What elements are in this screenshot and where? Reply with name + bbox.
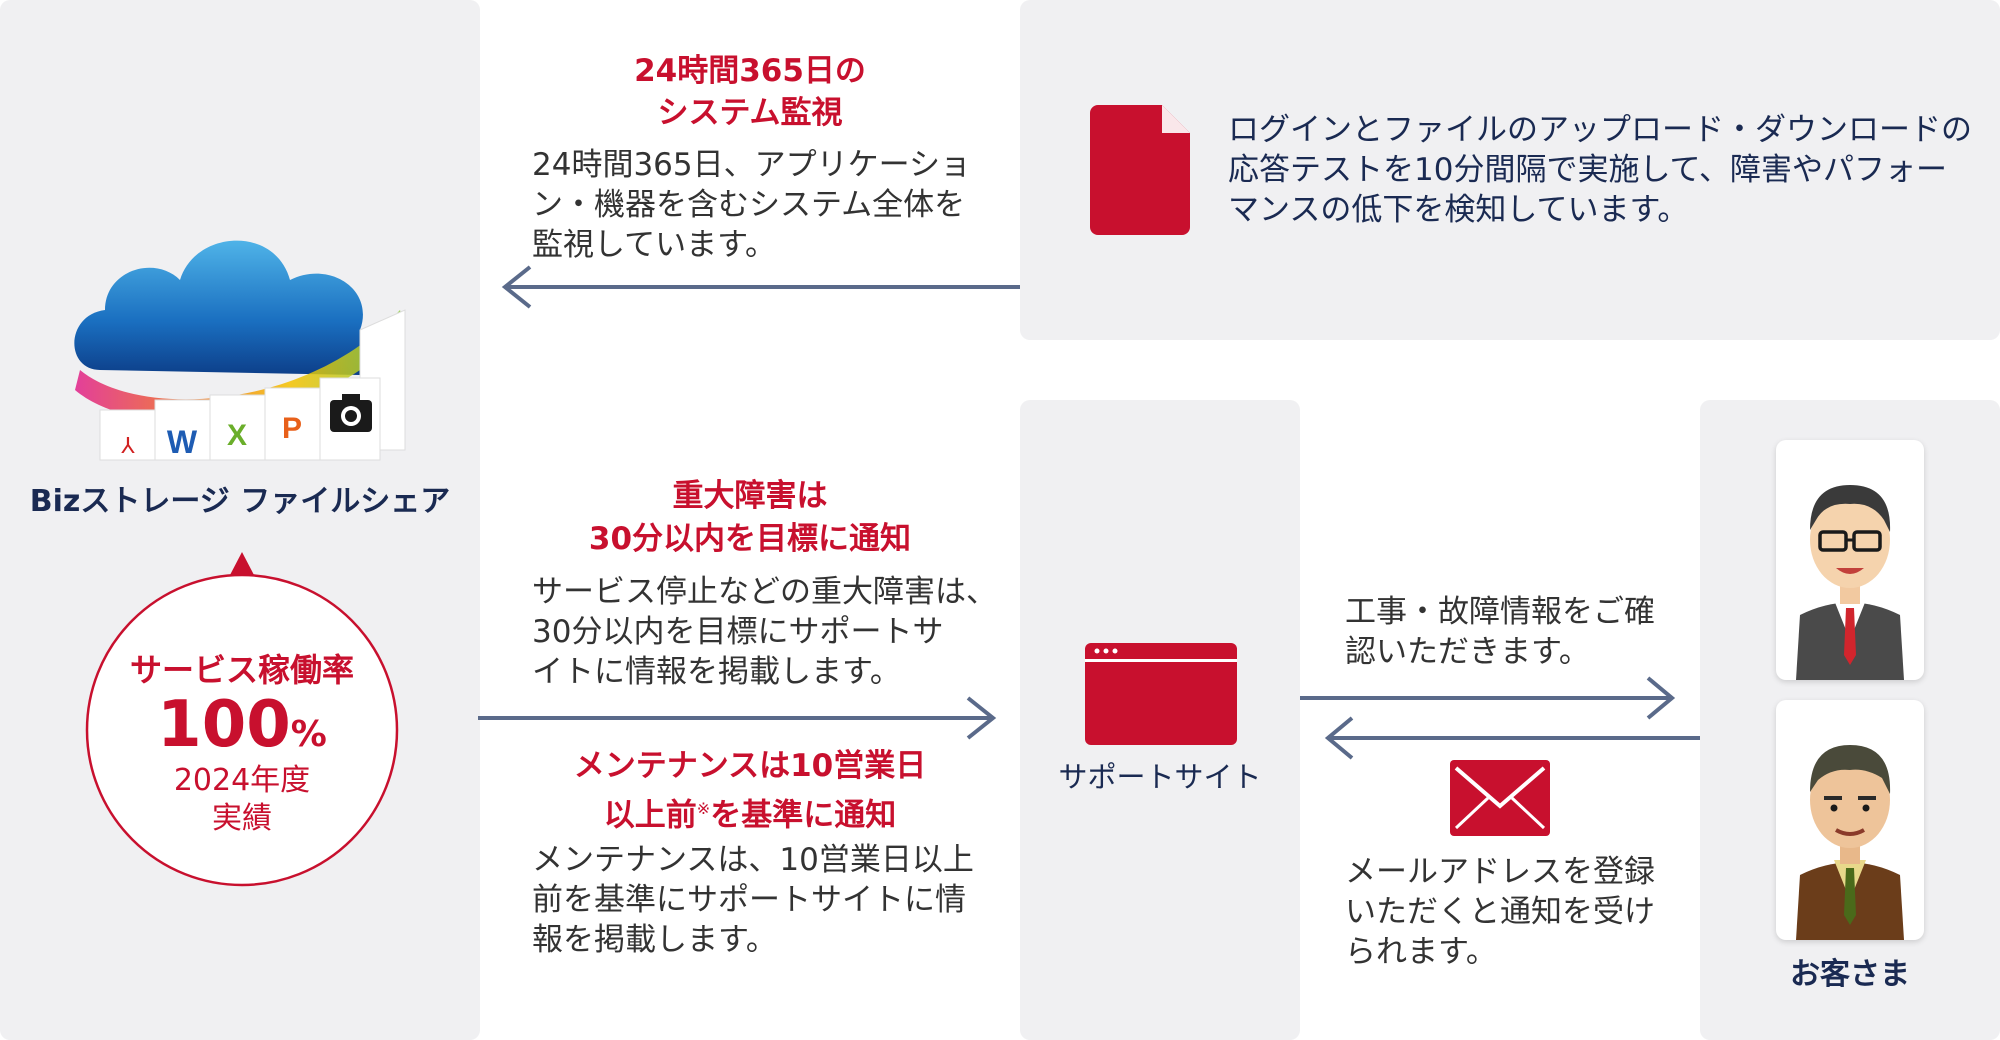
cloud-shape: [74, 240, 387, 375]
confirm-desc-line2: 認いただきます。: [1345, 634, 1590, 670]
arrow-monitor-to-left: [501, 265, 1020, 309]
document-icon: [1090, 105, 1190, 235]
businessman-glasses-icon: [1796, 485, 1904, 680]
support-site-label: サポートサイト: [1058, 760, 1262, 794]
customer-card-1: [1776, 440, 1924, 680]
monitor-title-line2: システム監視: [657, 95, 843, 131]
businessman-brown-suit-icon: [1796, 745, 1904, 940]
excel-icon: X: [227, 419, 247, 452]
test-desc-line2: 応答テストを10分間隔で実施して、障害やパフォー: [1228, 152, 1947, 188]
failure-title-line2: 30分以内を目標に通知: [588, 521, 912, 557]
failure-title-line1: 重大障害は: [672, 478, 828, 514]
arrow-left-to-support: [478, 696, 997, 740]
availability-circle: [82, 550, 402, 890]
customer-label: お客さま: [1790, 957, 1910, 992]
product-name: Bizストレージ ファイルシェア: [29, 484, 451, 519]
maintenance-desc-line3: 報を掲載します。: [532, 922, 777, 958]
arrow-support-to-customer: [1300, 676, 1676, 720]
mail-desc-line2: いただくと通知を受け: [1345, 894, 1655, 930]
monitor-title-line1: 24時間365日の: [634, 53, 866, 89]
failure-desc-line1: サービス停止などの重大障害は、: [532, 574, 997, 610]
maintenance-title-part1: 以上前: [603, 797, 697, 834]
browser-window-icon: [1085, 643, 1237, 745]
arrow-customer-to-support: [1324, 716, 1700, 760]
word-icon: W: [167, 424, 198, 460]
availability-unit: %: [290, 714, 327, 755]
maintenance-title-line2: 以上前※を基準に通知: [520, 788, 980, 836]
failure-desc-line2: 30分以内を目標にサポートサ: [532, 614, 944, 650]
mail-icon: [1450, 760, 1550, 836]
powerpoint-icon: P: [282, 412, 302, 445]
availability-value: 100%: [82, 690, 402, 776]
availability-number: 100: [157, 688, 291, 762]
mail-desc-line1: メールアドレスを登録: [1345, 854, 1655, 890]
failure-desc-line3: イトに情報を掲載します。: [532, 654, 901, 690]
confirm-desc-line1: 工事・故障情報をご確: [1345, 594, 1655, 630]
maintenance-title-line1: メンテナンスは10営業日: [573, 748, 927, 784]
availability-year: 2024年度: [173, 763, 311, 798]
cloud-storage-illustration: ⅄ W X P: [60, 210, 420, 470]
pdf-icon: ⅄: [120, 433, 135, 458]
maintenance-desc-line1: メンテナンスは、10営業日以上: [532, 842, 974, 878]
monitor-desc-line1: 24時間365日、アプリケーショ: [532, 147, 971, 183]
mail-desc-line3: られます。: [1345, 934, 1497, 970]
test-desc-line3: マンスの低下を検知しています。: [1228, 192, 1689, 228]
customer-card-2: [1776, 700, 1924, 940]
monitor-desc-line2: ン・機器を含むシステム全体を: [532, 187, 966, 223]
camera-icon: [330, 394, 372, 432]
availability-title: サービス稼働率: [129, 651, 354, 689]
maintenance-desc-line2: 前を基準にサポートサイトに情: [532, 882, 966, 918]
availability-note: 実績: [212, 801, 272, 836]
monitor-desc-line3: 監視しています。: [532, 227, 776, 263]
maintenance-title-part2: を基準に通知: [710, 797, 897, 834]
test-desc-line1: ログインとファイルのアップロード・ダウンロードの: [1228, 112, 1972, 148]
maintenance-note-mark: ※: [696, 799, 711, 818]
